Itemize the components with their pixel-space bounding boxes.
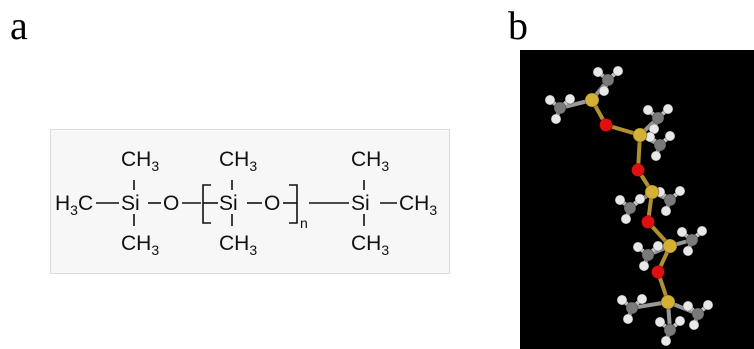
hydrogen-atom — [632, 241, 644, 253]
hydrogen-atom — [620, 213, 632, 225]
model-atoms — [544, 65, 714, 347]
oxygen-atom — [599, 118, 613, 132]
ch3-top-3: CH3 — [351, 148, 389, 174]
silicon-atom — [644, 184, 660, 200]
ch3-bottom-3: CH3 — [351, 232, 389, 258]
structural-formula-panel: H3C Si CH3 CH3 O Si CH3 CH3 O n — [50, 129, 450, 274]
si-atom-1: Si — [121, 192, 140, 215]
carbon-atom — [601, 73, 615, 87]
silicon-atom — [632, 127, 648, 143]
panel-label-a: a — [10, 3, 28, 48]
hydrogen-atom — [612, 65, 624, 77]
hydrogen-atom — [614, 194, 626, 206]
hydrogen-atom — [636, 293, 648, 305]
o-atom-2: O — [264, 192, 280, 215]
ch3-bottom-1: CH3 — [121, 232, 159, 258]
hydrogen-atom — [544, 94, 556, 106]
hydrogen-atom — [696, 225, 708, 237]
ball-and-stick-model — [544, 65, 714, 347]
repeat-bracket-right — [289, 184, 298, 224]
si-atom-2: Si — [219, 192, 238, 215]
si-atom-3: Si — [351, 192, 370, 215]
hydrogen-atom — [634, 193, 646, 205]
hydrogen-atom — [674, 185, 686, 197]
carbon-atom — [625, 301, 639, 315]
hydrogen-atom — [682, 300, 694, 312]
ball-and-stick-model-panel — [520, 50, 754, 349]
hydrogen-atom — [674, 315, 686, 327]
o-atom-1: O — [163, 192, 179, 215]
hydrogen-atom — [564, 93, 576, 105]
hydrogen-atom — [638, 260, 650, 272]
hydrogen-atom — [682, 245, 694, 257]
ch3-top-1: CH3 — [121, 148, 159, 174]
carbon-atom — [623, 201, 637, 215]
silicon-atom — [662, 238, 678, 254]
carbon-atom — [641, 248, 655, 262]
hydrogen-atom — [650, 150, 662, 162]
hydrogen-atom — [654, 316, 666, 328]
repeat-count-n: n — [300, 215, 308, 231]
silicon-atom — [660, 294, 676, 310]
carbon-atom — [663, 323, 677, 337]
hydrogen-atom — [616, 294, 628, 306]
oxygen-atom — [641, 215, 655, 229]
carbon-atom — [691, 307, 705, 321]
hydrogen-atom — [702, 299, 714, 311]
hydrogen-atom — [676, 226, 688, 238]
h3c-left: H3C — [55, 192, 93, 218]
hydrogen-atom — [660, 335, 672, 347]
ch3-top-2: CH3 — [219, 148, 257, 174]
panel-label-b: b — [508, 3, 528, 48]
oxygen-atom — [631, 163, 645, 177]
hydrogen-atom — [662, 103, 674, 115]
carbon-atom — [651, 111, 665, 125]
silicon-atom — [584, 92, 600, 108]
repeat-bracket-left — [202, 184, 211, 224]
carbon-atom — [663, 193, 677, 207]
hydrogen-atom — [592, 66, 604, 78]
carbon-atom — [553, 101, 567, 115]
hydrogen-atom — [688, 319, 700, 331]
hydrogen-atom — [598, 85, 610, 97]
hydrogen-atom — [660, 205, 672, 217]
ch3-right: CH3 — [399, 192, 437, 218]
pdms-structural-formula: H3C Si CH3 CH3 O Si CH3 CH3 O n — [55, 148, 437, 258]
hydrogen-atom — [664, 130, 676, 142]
hydrogen-atom — [622, 313, 634, 325]
hydrogen-atom — [550, 113, 562, 125]
hydrogen-atom — [642, 104, 654, 116]
carbon-atom — [685, 233, 699, 247]
oxygen-atom — [651, 265, 665, 279]
carbon-atom — [653, 138, 667, 152]
ch3-bottom-2: CH3 — [219, 232, 257, 258]
hydrogen-atom — [652, 240, 664, 252]
